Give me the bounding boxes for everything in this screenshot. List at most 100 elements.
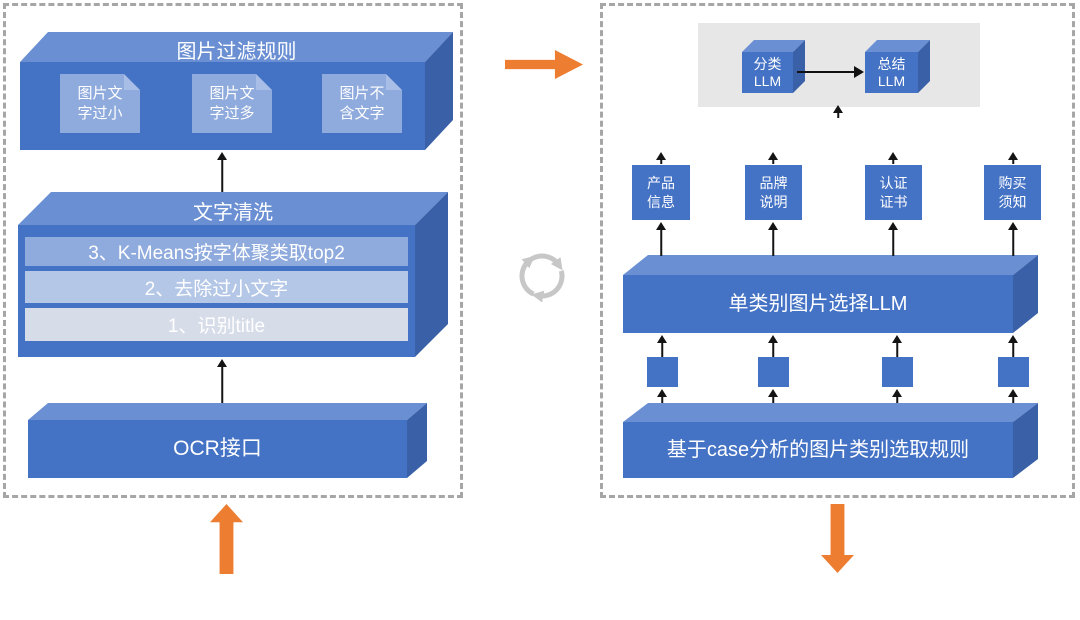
cube-front-face [623,422,1013,478]
connector-line [896,395,898,403]
up-arrowhead-icon [768,389,778,397]
category-product-info: 产品信息 [632,165,690,220]
connector-rule-to-square [767,389,779,403]
connector-line [1012,158,1014,164]
summary-llm-label-wrap: 总结LLM [865,52,918,93]
connector-clean-to-filter [216,152,228,192]
flow-right-arrow-icon [505,50,583,79]
connector-line [772,341,774,357]
connector-line [892,228,894,256]
connector-rule-to-square [1007,389,1019,403]
text-clean-title: 文字清洗 [193,202,273,224]
iteration-cycle-icon [519,253,565,303]
filter-chip-text-too-small: 图片文字过小 [60,74,140,133]
category-node-square [882,357,913,387]
category-label: 品牌说明 [759,174,788,210]
connector-category-up [655,152,667,164]
category-label: 认证证书 [879,174,908,210]
pipeline-arrow-line [797,71,855,73]
clean-step-1: 1、识别title [25,308,408,341]
classify-llm-cube: 分类LLM [742,40,805,93]
up-arrowhead-icon [656,152,666,160]
connector-square-to-select [891,335,903,357]
connector-to-pipeline [832,105,844,118]
pipeline-arrowhead-icon [854,66,864,78]
single-category-select-box: 单类别图片选择LLM [623,255,1038,333]
connector-line [1012,228,1014,256]
connector-line [661,341,663,357]
up-arrowhead-icon [217,359,227,367]
text-clean-box: 文字清洗 3、K-Means按字体聚类取top2 2、去除过小文字 1、识别ti… [18,192,448,357]
cube-side-face [415,192,448,357]
connector-category-up [767,152,779,164]
connector-line [772,158,774,164]
cube-top-face [623,255,1038,275]
cube-top-face [18,192,448,225]
connector-line [221,158,223,192]
connector-line [896,341,898,357]
up-arrowhead-icon [656,222,666,230]
up-arrowhead-icon [888,222,898,230]
cube-top-face [20,32,453,62]
category-node-square [647,357,678,387]
ocr-api-title: OCR接口 [173,437,262,460]
connector-square-to-select [1007,335,1019,357]
connector-rule-to-square [891,389,903,403]
cube-front-face [28,420,407,478]
connector-line [1012,341,1014,357]
up-arrowhead-icon [768,152,778,160]
summary-llm-cube: 总结LLM [865,40,930,93]
connector-line [837,111,839,118]
filter-chip-text-too-much: 图片文字过多 [192,74,272,133]
connector-line [1012,395,1014,403]
summary-llm-label: 总结LLM [877,56,906,89]
filter-chip-no-text: 图片不含文字 [322,74,402,133]
connector-category-up [887,152,899,164]
cube-side-face [793,40,805,93]
connector-line [892,158,894,164]
category-cert: 认证证书 [865,165,922,220]
cube-side-face [407,403,427,478]
cube-top-face [742,40,805,52]
connector-select-to-category [1007,222,1019,256]
category-label: 购买须知 [998,174,1027,210]
right-panel-border [600,3,1075,498]
filter-chip-label: 图片文字过小 [77,85,123,122]
connector-square-to-select [656,335,668,357]
case-rule-box: 基于case分析的图片类别选取规则 [623,403,1038,478]
up-arrowhead-icon [657,389,667,397]
up-arrowhead-icon [1008,152,1018,160]
input-up-arrow-icon [210,504,243,574]
category-node-square [758,357,789,387]
up-arrowhead-icon [1008,389,1018,397]
connector-line [661,395,663,403]
cube-front-face [623,275,1013,333]
category-brand-desc: 品牌说明 [745,165,802,220]
cube-front-face [865,52,918,93]
connector-line [221,365,223,403]
category-label: 产品信息 [647,174,675,210]
up-arrowhead-icon [1008,335,1018,343]
llm-pipeline-panel [698,23,980,107]
up-arrowhead-icon [1008,222,1018,230]
up-arrowhead-icon [892,389,902,397]
output-down-arrow-icon [821,504,854,573]
clean-step-3: 3、K-Means按字体聚类取top2 [25,237,408,266]
connector-square-to-select [767,335,779,357]
connector-line [772,395,774,403]
case-rule-title: 基于case分析的图片类别选取规则 [666,439,970,461]
cube-front-face [742,52,793,93]
filter-chip-label: 图片不含文字 [339,85,385,122]
classify-llm-label-wrap: 分类LLM [742,52,793,93]
classify-llm-label: 分类LLM [753,56,782,89]
up-arrowhead-icon [892,335,902,343]
category-node-square [998,357,1029,387]
connector-line [660,158,662,164]
category-purchase-notes: 购买须知 [984,165,1041,220]
ocr-api-box: OCR接口 [28,403,427,478]
cube-top-face [623,403,1038,422]
connector-category-up [1007,152,1019,164]
up-arrowhead-icon [888,152,898,160]
clean-step-2: 2、去除过小文字 [25,271,408,303]
